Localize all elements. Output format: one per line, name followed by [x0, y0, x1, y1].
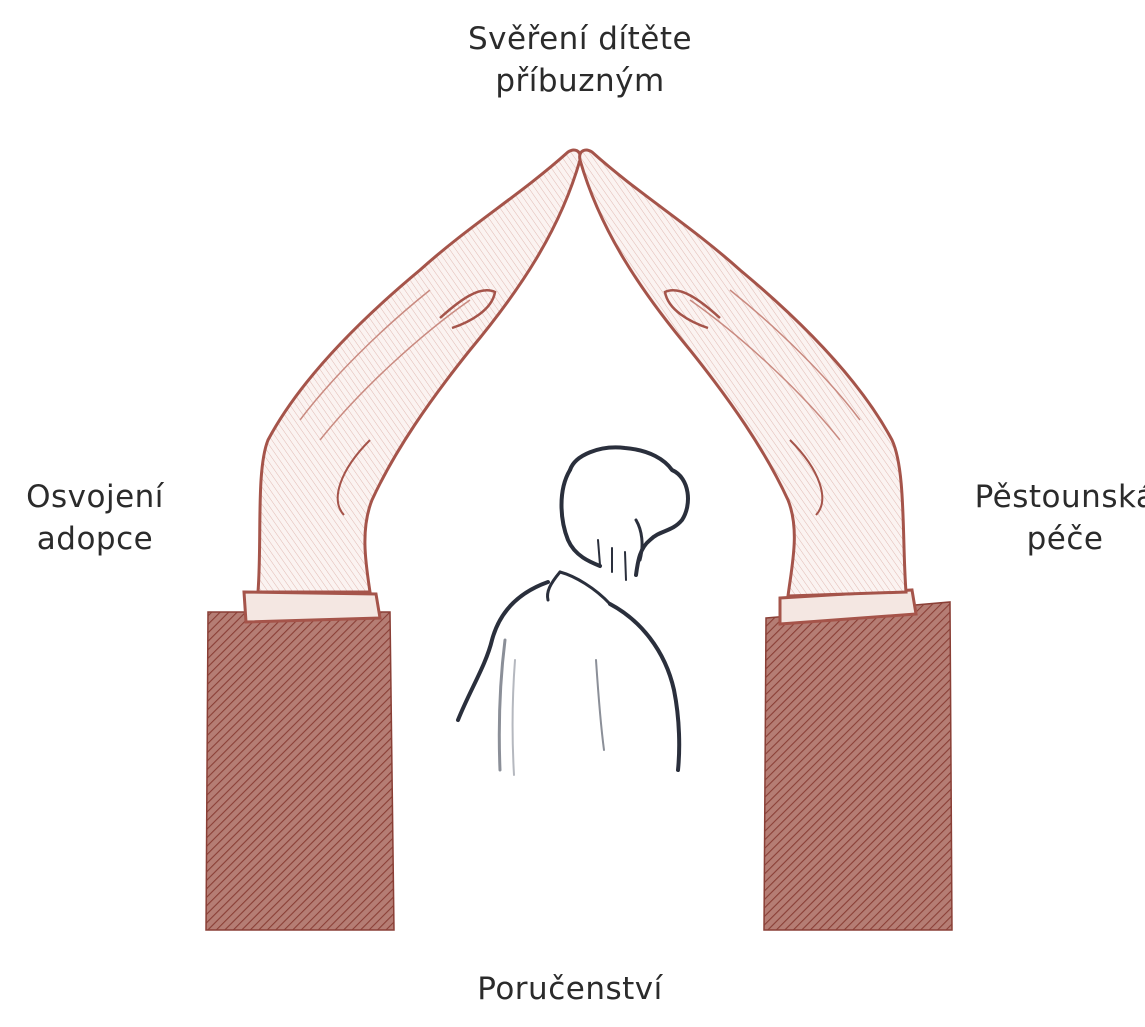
label-foster-care-line-1: Pěstounská	[945, 476, 1145, 518]
label-relative-care-line-1: Svěření dítěte	[430, 18, 730, 60]
left-cuff	[244, 592, 380, 622]
left-hand	[258, 150, 580, 592]
right-sleeve	[764, 602, 952, 930]
child-figure	[458, 447, 688, 775]
label-adoption-line-1: Osvojení	[0, 476, 190, 518]
label-adoption: Osvojení adopce	[0, 476, 190, 560]
label-relative-care-line-2: příbuzným	[430, 60, 730, 102]
left-sleeve	[206, 612, 394, 930]
label-relative-care: Svěření dítěte příbuzným	[430, 18, 730, 102]
label-foster-care: Pěstounská péče	[945, 476, 1145, 560]
label-adoption-line-2: adopce	[0, 518, 190, 560]
right-hand	[580, 150, 906, 596]
label-guardianship: Poručenství	[420, 968, 720, 1010]
label-guardianship-line-1: Poručenství	[420, 968, 720, 1010]
label-foster-care-line-2: péče	[945, 518, 1145, 560]
